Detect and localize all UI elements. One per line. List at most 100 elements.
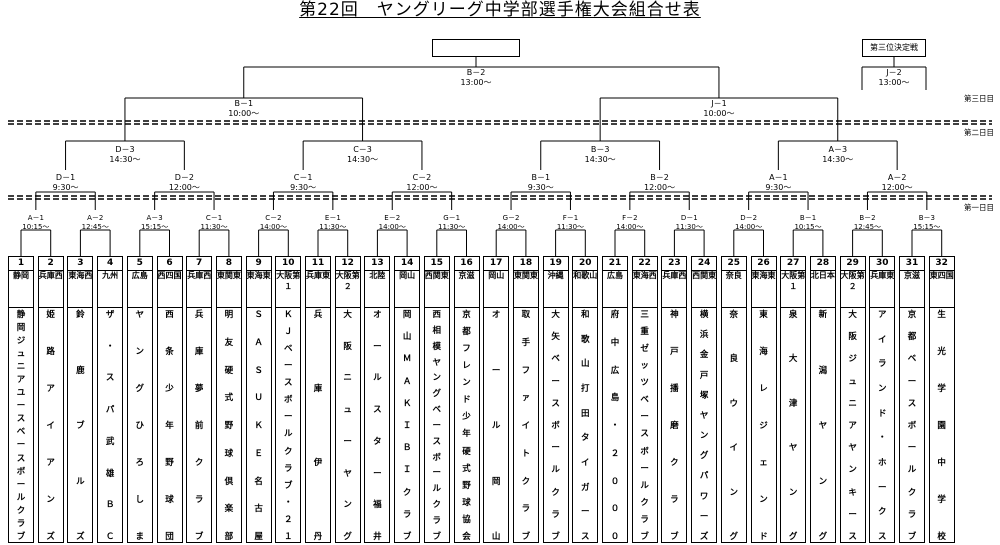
- team-region: 沖縄: [547, 271, 564, 280]
- team-name: 三重ゼッツベースボールクラブ: [640, 310, 649, 542]
- r2-match-label: D－2: [175, 173, 194, 182]
- r1-match-label: B－2: [859, 214, 875, 222]
- team-name: アイランド・ホークス: [878, 310, 887, 542]
- r1-match-label: A－1: [28, 214, 44, 222]
- team-name: 西相模ヤングベースボールクラブ: [432, 310, 442, 542]
- r1-match-label-time: 12:45～: [854, 223, 881, 231]
- team-name: 大阪ジュニアヤンキース: [848, 310, 857, 542]
- r1-match-label-time: 15:15～: [141, 223, 168, 231]
- team-number: 12: [335, 257, 360, 271]
- team-region: 奈良: [725, 271, 742, 280]
- r1-match-label-time: 14:00～: [616, 223, 643, 231]
- team-number: 31: [900, 257, 924, 271]
- team-region: 兵庫西: [662, 271, 687, 280]
- team-name: 大阪ニューヤング: [343, 310, 352, 542]
- team-divider: [454, 307, 479, 308]
- team-number: 16: [454, 257, 479, 271]
- r1-match-label: C－2: [265, 214, 281, 222]
- team-number: 7: [187, 257, 212, 271]
- team-divider: [484, 307, 509, 308]
- r3-match-label-time: 14:30～: [347, 155, 378, 164]
- team-divider: [781, 307, 806, 308]
- r3-match-label-time: 14:30～: [822, 155, 853, 164]
- round-label-day3: 第三日目: [964, 94, 994, 103]
- team-divider: [9, 307, 33, 308]
- r4-match-label: B－1: [234, 99, 253, 108]
- r4-match-label-time: 10:00～: [228, 109, 259, 118]
- team-divider: [38, 307, 63, 308]
- r1-match-label: F－2: [622, 214, 637, 222]
- team-number: 14: [395, 257, 420, 271]
- r1-match-label: B－1: [800, 214, 816, 222]
- team-number: 26: [751, 257, 776, 271]
- r1-match-label-time: 11:30～: [438, 223, 465, 231]
- team-divider: [157, 307, 182, 308]
- r1-match-label: A－3: [147, 214, 163, 222]
- r2-match-label: C－1: [294, 173, 313, 182]
- team-number: 23: [662, 257, 687, 271]
- r3-match-label: A－3: [828, 145, 847, 154]
- r1-match-label-time: 12:45～: [82, 223, 109, 231]
- r1-match-label: E－2: [384, 214, 400, 222]
- team-divider: [662, 307, 687, 308]
- team-number: 4: [98, 257, 123, 271]
- team-region: 広島: [131, 271, 148, 280]
- team-name: 静岡ジュニアユースベースボールクラブ: [16, 310, 26, 542]
- team-divider: [632, 307, 657, 308]
- team-number: 20: [573, 257, 598, 271]
- team-number: 29: [840, 257, 865, 271]
- team-divider: [603, 307, 627, 308]
- team-region: 九州: [102, 271, 119, 280]
- team-number: 24: [692, 257, 717, 271]
- team-name: 新潟ヤング: [818, 310, 828, 542]
- team-region: 広島: [607, 271, 623, 280]
- r1-match-label-time: 14:00～: [260, 223, 287, 231]
- team-region: 兵庫西: [187, 271, 212, 280]
- team-number: 3: [68, 257, 93, 271]
- r1-match-label: C－1: [206, 214, 222, 222]
- r2-match-label-time: 12:00～: [406, 183, 437, 192]
- team-region: 北日本: [810, 271, 835, 280]
- team-divider: [424, 307, 449, 308]
- r1-match-label: D－1: [681, 214, 698, 222]
- team-region: 大阪第２: [335, 271, 360, 291]
- team-divider: [365, 307, 390, 308]
- r3-match-label-time: 14:30～: [585, 155, 616, 164]
- team-region: 岡山: [488, 271, 505, 280]
- round-label-day2: 第二日目: [964, 128, 994, 137]
- team-number: 21: [603, 257, 627, 271]
- team-region: 東海西: [68, 271, 93, 280]
- r1-match-label-time: 14:00～: [497, 223, 524, 231]
- team-region: 京滋: [904, 271, 920, 280]
- team-number: 17: [484, 257, 509, 271]
- r3-match-label-time: 14:30～: [109, 155, 140, 164]
- team-number: 15: [424, 257, 449, 271]
- team-region: 東四国: [929, 271, 954, 280]
- team-number: 10: [276, 257, 301, 271]
- team-region: 岡山: [399, 271, 416, 280]
- team-region: 西関東: [424, 271, 449, 280]
- team-region: 和歌山: [573, 271, 598, 280]
- r1-match-label-time: 10:15～: [794, 223, 821, 231]
- team-region: 兵庫東: [306, 271, 330, 280]
- team-name: 神戸播磨クラブ: [670, 310, 679, 542]
- team-region: 東海西: [632, 271, 657, 280]
- third-match-label-time: 13:00～: [878, 78, 909, 87]
- r4-match-label: J－1: [710, 99, 726, 108]
- team-region: 北陸: [369, 271, 386, 280]
- team-number: 13: [365, 257, 390, 271]
- r1-match-label: G－2: [503, 214, 520, 222]
- team-name: 西条少年野球団: [165, 310, 174, 542]
- r2-match-label: A－2: [888, 173, 907, 182]
- team-divider: [98, 307, 123, 308]
